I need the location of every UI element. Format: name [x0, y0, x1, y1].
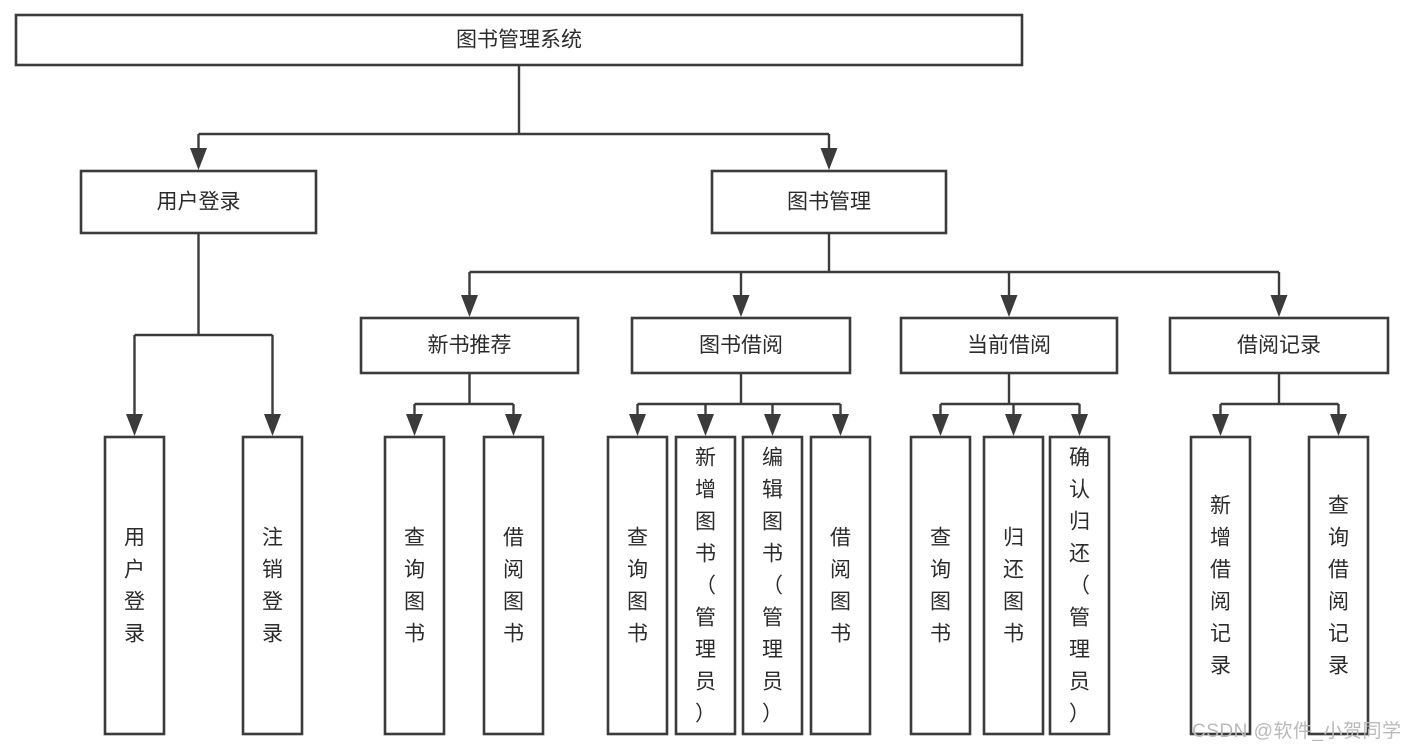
node-leaf-borrow-book-2[interactable]: 借阅图书 — [809, 435, 872, 736]
node-box[interactable] — [982, 435, 1045, 736]
arrow-head-icon — [461, 295, 478, 317]
node-leaf-edit-book[interactable]: 编辑图书（管理员） — [741, 435, 804, 736]
arrow-head-icon — [764, 414, 781, 436]
node-user-login[interactable]: 用户登录 — [79, 169, 318, 235]
connector-group — [190, 65, 838, 170]
node-box[interactable] — [606, 435, 669, 736]
node-box[interactable] — [79, 169, 318, 235]
node-box[interactable] — [674, 435, 737, 736]
connector-group — [461, 233, 1288, 317]
connector-layer — [126, 65, 1347, 436]
arrow-head-icon — [505, 414, 522, 436]
node-new-book-rec[interactable]: 新书推荐 — [359, 316, 580, 375]
node-label: 图书管理 — [787, 191, 871, 214]
node-label: 查询图书 — [627, 526, 648, 645]
node-leaf-user-login[interactable]: 用户登录 — [103, 435, 166, 736]
node-borrow-record[interactable]: 借阅记录 — [1168, 316, 1390, 375]
node-label: 借阅记录 — [1237, 334, 1321, 357]
arrow-head-icon — [1270, 295, 1288, 317]
node-label: 查询图书 — [930, 526, 951, 645]
node-label: 注销登录 — [262, 526, 283, 645]
node-box[interactable] — [383, 435, 446, 736]
node-box[interactable] — [909, 435, 972, 736]
node-leaf-borrow-book-1[interactable]: 借阅图书 — [482, 435, 545, 736]
node-current-borrow[interactable]: 当前借阅 — [899, 316, 1119, 375]
node-leaf-query-book-2[interactable]: 查询图书 — [606, 435, 669, 736]
node-box[interactable] — [103, 435, 166, 736]
arrow-head-icon — [629, 414, 646, 436]
node-box[interactable] — [1307, 435, 1370, 736]
node-leaf-query-book-3[interactable]: 查询图书 — [909, 435, 972, 736]
arrow-head-icon — [1000, 295, 1018, 317]
node-label: 新书推荐 — [428, 334, 512, 357]
node-box[interactable] — [359, 316, 580, 375]
node-leaf-logout[interactable]: 注销登录 — [241, 435, 304, 736]
node-label: 编辑图书（管理员） — [762, 446, 783, 725]
node-label: 图书借阅 — [699, 334, 783, 357]
arrow-head-icon — [820, 148, 838, 170]
node-leaf-query-book-1[interactable]: 查询图书 — [383, 435, 446, 736]
node-box[interactable] — [710, 169, 948, 235]
node-root[interactable]: 图书管理系统 — [14, 13, 1024, 67]
node-leaf-return-book[interactable]: 归还图书 — [982, 435, 1045, 736]
node-label: 图书管理系统 — [456, 29, 582, 52]
node-label: 查询图书 — [404, 526, 425, 645]
node-leaf-query-record[interactable]: 查询借阅记录 — [1307, 435, 1370, 736]
node-label: 当前借阅 — [967, 334, 1051, 357]
arrow-head-icon — [1071, 414, 1088, 436]
node-box[interactable] — [1168, 316, 1390, 375]
node-layer: 图书管理系统用户登录图书管理新书推荐图书借阅当前借阅借阅记录用户登录注销登录查询… — [14, 13, 1390, 736]
connector-group — [1212, 373, 1347, 436]
node-box[interactable] — [482, 435, 545, 736]
arrow-head-icon — [932, 414, 949, 436]
node-leaf-add-book[interactable]: 新增图书（管理员） — [674, 435, 737, 736]
arrow-head-icon — [126, 414, 143, 436]
node-box[interactable] — [1189, 435, 1252, 736]
node-box[interactable] — [630, 316, 852, 375]
node-box[interactable] — [241, 435, 304, 736]
connector-group — [932, 373, 1088, 436]
node-label: 用户登录 — [157, 191, 241, 214]
node-label: 确认归还（管理员） — [1069, 446, 1090, 725]
arrow-head-icon — [732, 295, 750, 317]
connector-group — [406, 373, 522, 436]
arrow-head-icon — [406, 414, 423, 436]
node-book-manage[interactable]: 图书管理 — [710, 169, 948, 235]
arrow-head-icon — [1330, 414, 1347, 436]
arrow-head-icon — [264, 414, 281, 436]
arrow-head-icon — [190, 148, 207, 170]
node-box[interactable] — [14, 13, 1024, 67]
node-label: 新增借阅记录 — [1210, 494, 1231, 677]
node-book-borrow[interactable]: 图书借阅 — [630, 316, 852, 375]
node-label: 借阅图书 — [503, 526, 524, 645]
node-box[interactable] — [809, 435, 872, 736]
arrow-head-icon — [697, 414, 714, 436]
node-label: 用户登录 — [124, 526, 145, 645]
arrow-head-icon — [1212, 414, 1229, 436]
node-leaf-add-record[interactable]: 新增借阅记录 — [1189, 435, 1252, 736]
node-box[interactable] — [899, 316, 1119, 375]
node-label: 归还图书 — [1003, 526, 1024, 645]
arrow-head-icon — [1005, 414, 1022, 436]
node-label: 查询借阅记录 — [1328, 494, 1349, 677]
node-leaf-confirm-return[interactable]: 确认归还（管理员） — [1048, 435, 1111, 736]
node-box[interactable] — [741, 435, 804, 736]
arrow-head-icon — [832, 414, 849, 436]
connector-group — [629, 373, 849, 436]
connector-group — [126, 233, 281, 436]
node-box[interactable] — [1048, 435, 1111, 736]
node-label: 新增图书（管理员） — [695, 446, 716, 725]
node-label: 借阅图书 — [830, 526, 851, 645]
